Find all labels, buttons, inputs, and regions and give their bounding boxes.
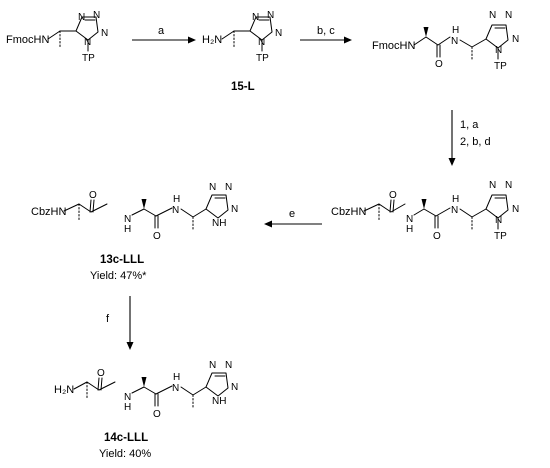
tz6-n3: N (231, 382, 238, 393)
amide-n-1: N (451, 36, 458, 47)
h2n-label: H₂N (202, 34, 222, 46)
tz2-n1: N (252, 12, 259, 23)
compound-14c-LLL: H₂N O H N O H N N N N NH 14c-LLL Yield: … (54, 360, 238, 460)
tz4-n2: N (505, 180, 512, 191)
tz4-n4: N (495, 215, 502, 226)
carbonyl-o-3: O (433, 231, 441, 242)
amide-h-5: H (173, 194, 180, 205)
tz3-n3: N (512, 34, 519, 45)
tz6-n1: N (209, 360, 216, 371)
compound-15-L-label: 15-L (231, 81, 255, 93)
tz2-n3: N (275, 28, 282, 39)
carbonyl-o-2: O (389, 190, 397, 201)
tz2-n2: N (267, 10, 274, 21)
amide-n-5: N (172, 205, 179, 216)
arrow-step-bc: b, c (300, 25, 352, 44)
tz2-tp: TP (256, 53, 269, 64)
compound-14c-LLL-yield: Yield: 40% (99, 448, 151, 460)
compound-15-L: H₂N N N N N TP 15-L (202, 10, 282, 93)
arrow-step-e: e (264, 208, 322, 228)
compound-fmoc-start: FmocHN N N N N TP (6, 10, 108, 64)
amide-h-6: H (124, 402, 131, 413)
arrow-step-a: a (132, 25, 196, 44)
amide-h-1: H (452, 25, 459, 36)
reagent-2bd: 2, b, d (460, 136, 491, 148)
reagent-f: f (106, 313, 110, 325)
arrow-step-iterative: 1, a 2, b, d (448, 110, 491, 166)
compound-cbz-tripeptide-tp: CbzHN O H N O H N N N N N TP (331, 180, 519, 242)
tz3-n2: N (505, 10, 512, 21)
reagent-1a: 1, a (460, 119, 479, 131)
carbonyl-o-5: O (153, 231, 161, 242)
compound-13c-LLL-label: 13c-LLL (100, 254, 144, 266)
fmoc-hn-label: FmocHN (6, 34, 49, 46)
tz1-n2: N (93, 10, 100, 21)
compound-13c-LLL: CbzHN O H N O H N N N N NH 13c-LLL Yield… (31, 182, 238, 282)
tz4-n3: N (512, 204, 519, 215)
carbonyl-o-7: O (153, 409, 161, 420)
carbonyl-o-4: O (89, 190, 97, 201)
tz3-tp: TP (494, 61, 507, 72)
tz5-n2: N (225, 182, 232, 193)
carbonyl-o-6: O (97, 368, 105, 379)
amide-n-3: N (451, 205, 458, 216)
tz5-n1: N (209, 182, 216, 193)
amide-h-4: H (124, 224, 131, 235)
tz4-n1: N (489, 180, 496, 191)
tz6-n2: N (225, 360, 232, 371)
tz2-n4: N (258, 37, 265, 48)
compound-fmoc-dipeptide: FmocHN O H N N N N N TP (372, 10, 519, 72)
compound-13c-LLL-yield: Yield: 47%* (90, 270, 147, 282)
tz1-n4: N (84, 37, 91, 48)
reagent-a: a (158, 25, 165, 37)
cbz-hn-label: CbzHN (31, 206, 67, 218)
tz5-nh: NH (212, 218, 226, 229)
tz5-n3: N (231, 204, 238, 215)
tz1-n3: N (101, 28, 108, 39)
amide-h-3: H (452, 194, 459, 205)
compound-14c-LLL-label: 14c-LLL (104, 432, 148, 444)
fmoc-hn-label-2: FmocHN (372, 40, 415, 52)
amide-n-2: N (406, 214, 413, 225)
tz3-n1: N (489, 10, 496, 21)
amide-h-2: H (406, 224, 413, 235)
tz1-tp: TP (82, 53, 95, 64)
amide-h-7: H (173, 372, 180, 383)
reagent-e: e (289, 208, 295, 220)
tz1-n1: N (78, 12, 85, 23)
amide-n-6: N (124, 392, 131, 403)
reagent-bc: b, c (317, 25, 335, 37)
amide-n-4: N (124, 214, 131, 225)
tz3-n4: N (495, 45, 502, 56)
tz6-nh: NH (212, 396, 226, 407)
cbz-hn-label-tp: CbzHN (331, 206, 367, 218)
tz4-tp: TP (494, 231, 507, 242)
h2n-label-2: H₂N (54, 384, 74, 396)
arrow-step-f: f (106, 296, 134, 350)
carbonyl-o-1: O (435, 59, 443, 70)
amide-n-7: N (172, 383, 179, 394)
